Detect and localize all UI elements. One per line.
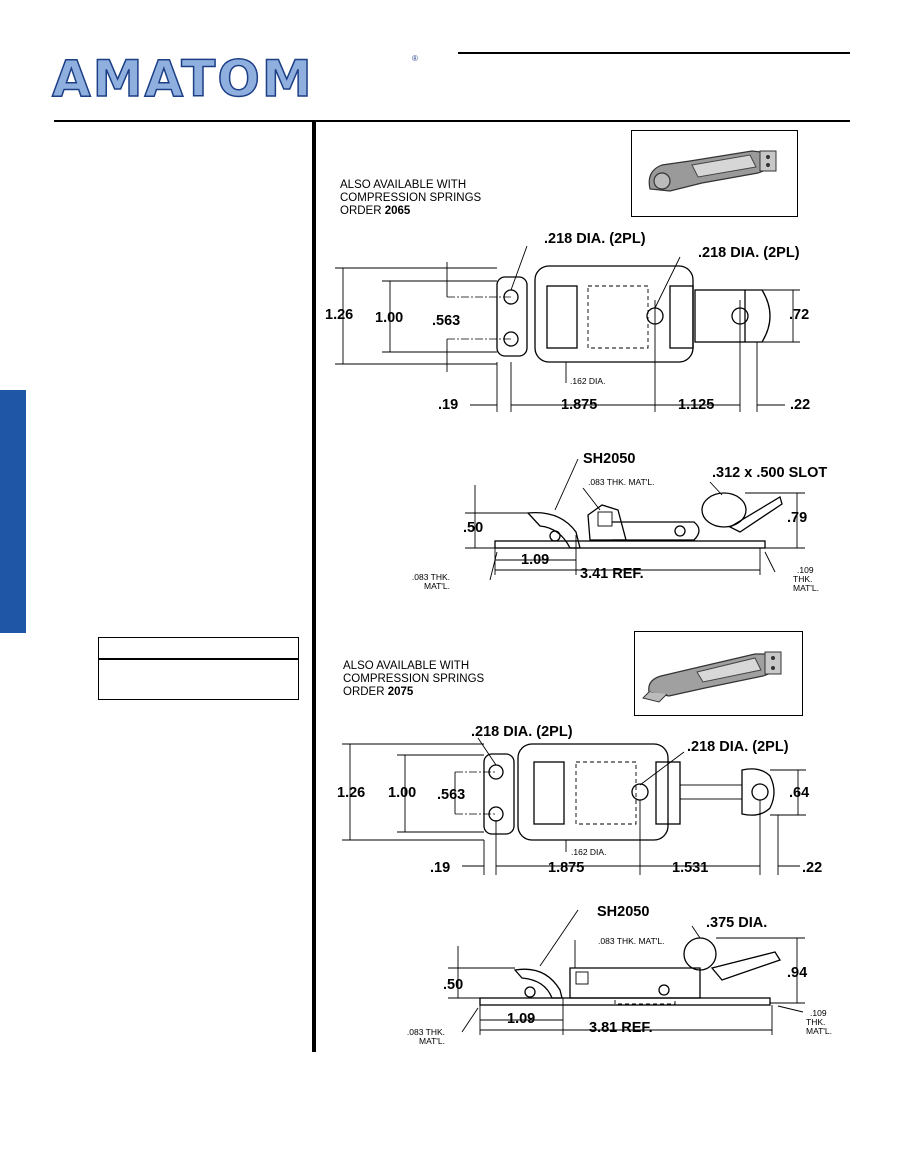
product-b-top-view-outline: [483, 743, 775, 841]
product-a-top-view-outline: [496, 265, 771, 363]
dim-label: 1.09: [521, 552, 550, 568]
part-callout: SH2050: [583, 451, 636, 467]
dim-label: .312 x .500 SLOT: [712, 465, 828, 481]
dim-label: 3.81 REF.: [589, 1020, 653, 1036]
dim-label: 1.26: [325, 307, 354, 323]
dim-label: 1.531: [672, 860, 709, 876]
dim-label-small: .083 THK. MAT'L.: [598, 936, 665, 946]
latch-photo-image-b: [635, 632, 801, 714]
note-line: COMPRESSION SPRINGS: [340, 192, 482, 204]
dim-label-small: .083 THK. MAT'L.: [405, 1028, 445, 1046]
product-b-side-view-outline: [479, 937, 781, 1006]
order-number: 2065: [384, 205, 411, 217]
dim-label: .22: [790, 397, 811, 413]
dim-label-small: .083 THK. MAT'L.: [588, 477, 655, 487]
dim-label: 1.125: [678, 397, 715, 413]
column-divider: [312, 122, 316, 1052]
dim-label: 1.09: [507, 1011, 536, 1027]
product-b-availability-note: ALSO AVAILABLE WITH COMPRESSION SPRINGS …: [343, 660, 484, 699]
dim-label: 1.26: [337, 785, 366, 801]
order-prefix: ORDER: [340, 205, 385, 217]
dim-label: .218 DIA. (2PL): [471, 724, 573, 740]
thk-line: .083 THK.: [411, 572, 451, 582]
dim-label: 1.00: [388, 785, 417, 801]
dim-label: 1.875: [561, 397, 598, 413]
dim-label: 1.875: [548, 860, 585, 876]
dim-label: .218 DIA. (2PL): [687, 739, 789, 755]
dim-label: .22: [802, 860, 823, 876]
dim-label-small: .162 DIA.: [571, 847, 607, 857]
thk-line: THK.: [793, 574, 813, 584]
dim-label: .19: [430, 860, 451, 876]
product-a-top-view-dimension-lines: [335, 245, 800, 412]
latch-photo-image-a: [632, 131, 796, 215]
order-number: 2075: [387, 686, 414, 698]
dim-label-small: .162 DIA.: [570, 376, 606, 386]
dim-label: .72: [789, 307, 810, 323]
note-order: ORDER 2065: [340, 205, 481, 218]
thk-line: MAT'L.: [419, 1036, 446, 1046]
order-prefix: ORDER: [343, 686, 388, 698]
product-a-photo: [631, 130, 798, 217]
dim-label-small: .083 THK. MAT'L.: [410, 573, 450, 591]
thk-line: MAT'L.: [806, 1026, 833, 1036]
registered-mark: ®: [412, 54, 418, 63]
dim-label: .563: [432, 313, 461, 329]
thk-line: .109: [810, 1008, 827, 1018]
section-rule: [54, 120, 850, 122]
logo-wordmark: AMATOM: [51, 50, 314, 108]
dim-label: .94: [787, 965, 808, 981]
thk-line: MAT'L.: [793, 583, 820, 593]
dim-label: 1.00: [375, 310, 404, 326]
dim-label: .563: [437, 787, 466, 803]
thk-line: .083 THK.: [406, 1027, 446, 1037]
dim-label-small: .109 THK. MAT'L.: [793, 566, 819, 593]
dim-label: .79: [787, 510, 808, 526]
dim-label-small: .109 THK. MAT'L.: [806, 1009, 832, 1036]
header-rule: [458, 52, 850, 54]
thk-line: THK.: [806, 1017, 826, 1027]
product-b-photo: [634, 631, 803, 716]
thk-line: .109: [797, 565, 814, 575]
dim-label: .19: [438, 397, 459, 413]
dim-label: .50: [443, 977, 464, 993]
dim-label: .218 DIA. (2PL): [544, 231, 646, 247]
dim-label: .375 DIA.: [706, 915, 768, 931]
dim-label: 3.41 REF.: [580, 566, 644, 582]
note-line: ALSO AVAILABLE WITH: [340, 179, 467, 191]
section-side-tab: [0, 390, 26, 633]
product-a-side-view-outline: [494, 492, 783, 549]
dim-label: .218 DIA. (2PL): [698, 245, 800, 261]
dim-label: .64: [789, 785, 810, 801]
thk-line: MAT'L.: [424, 581, 451, 591]
part-callout: SH2050: [597, 904, 650, 920]
note-order: ORDER 2075: [343, 686, 484, 699]
dim-label: .50: [463, 520, 484, 536]
note-line: ALSO AVAILABLE WITH: [343, 660, 470, 672]
product-a-availability-note: ALSO AVAILABLE WITH COMPRESSION SPRINGS …: [340, 179, 481, 218]
brand-logo: AMATOM ®: [51, 53, 422, 105]
spec-table-divider: [99, 658, 298, 660]
spec-table-box: [98, 637, 299, 700]
note-line: COMPRESSION SPRINGS: [343, 673, 485, 685]
